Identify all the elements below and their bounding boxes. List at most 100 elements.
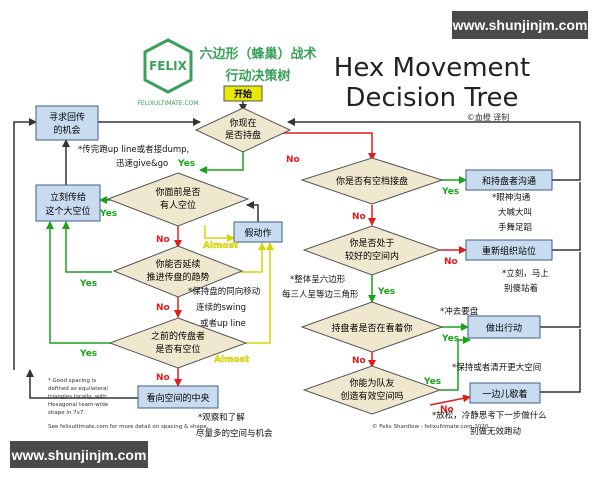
note-give-go-1: *传完跑up line或者接dump,: [78, 144, 189, 155]
label-no-prev: No: [156, 373, 170, 383]
edge-space-almost: [204, 225, 235, 242]
edge-aside-loop: [540, 329, 581, 393]
node-fake: 假动作: [233, 221, 283, 243]
node-q-space: 你面前是否 有人空位: [106, 172, 250, 227]
node-comm: 和持盘者沟通: [465, 169, 553, 191]
edge-create-yes: [440, 336, 471, 391]
note-aside: *保持或者清开更大空间: [452, 362, 541, 373]
svg-text:寻求回传: 寻求回传: [49, 111, 85, 123]
note-relax-1: *放松，冷静思考下一步做什么: [432, 410, 547, 421]
label-yes-space: Yes: [99, 209, 117, 219]
translator-credit: ©血橙 译制: [467, 112, 510, 122]
svg-text:是否持盘: 是否持盘: [225, 129, 261, 141]
svg-text:做出行动: 做出行动: [486, 322, 522, 334]
edge-fake-space: [246, 201, 259, 222]
note-center-2: 尽量多的空间与机会: [196, 428, 273, 439]
node-q-handler: 你是否有空档接盘: [300, 157, 444, 205]
note-hex-1: *整体呈六边形: [290, 274, 346, 285]
annotations: *传完跑up line或者接dump, 迅速give&go *眼神沟通 大喊大叫…: [78, 144, 549, 439]
svg-text:之前的传盘者: 之前的传盘者: [151, 330, 205, 342]
edge-center-loop: [26, 369, 138, 399]
svg-text:defined as equilateral: defined as equilateral: [48, 386, 108, 392]
svg-text:你是否有空档接盘: 你是否有空档接盘: [336, 175, 408, 187]
node-seek: 寻求回传 的机会: [35, 105, 99, 141]
svg-text:是否有空位: 是否有空位: [155, 343, 200, 355]
note-hex-2: 每三人呈等边三角形: [282, 289, 359, 300]
note-give-go-2: 迅速give&go: [116, 159, 168, 169]
label-no-space: No: [156, 235, 170, 245]
node-q-extend: 你能否延续 推进传盘的趋势: [112, 245, 244, 298]
node-q-prev: 之前的传盘者 是否有空位: [108, 317, 248, 369]
logo-text: FELIX: [149, 59, 188, 73]
logo-url: FELIXULTIMATE.COM: [137, 100, 198, 107]
title-zh-line2: 行动决策树: [224, 68, 290, 84]
svg-text:你面前是否: 你面前是否: [155, 186, 200, 198]
svg-text:See felixultimate.com for more: See felixultimate.com for more detail on…: [48, 424, 209, 430]
edge-extend-yes: [62, 221, 112, 273]
node-cut: 做出行动: [467, 315, 541, 339]
svg-text:一边儿歇着: 一边儿歇着: [482, 388, 527, 400]
svg-text:创造有效空间吗: 创造有效空间吗: [340, 390, 403, 402]
node-q-pos: 你是否处于 较好的空间内: [302, 225, 442, 276]
label-no-pos: No: [444, 257, 458, 267]
edge-labels: Yes No Yes No Almost Yes No Yes No Almos…: [79, 155, 459, 415]
title-en-line2: Decision Tree: [345, 83, 518, 113]
note-cut: *冲去要盘: [440, 306, 479, 317]
label-yes-pos: Yes: [377, 287, 395, 297]
svg-text:持盘者是否在看着你: 持盘者是否在看着你: [331, 322, 412, 334]
svg-text:看向空间的中央: 看向空间的中央: [146, 392, 209, 404]
svg-text:triangles locally, with: triangles locally, with: [48, 394, 107, 400]
svg-text:重新组织站位: 重新组织站位: [482, 245, 536, 257]
node-q-hold: 你现在 是否持盘: [194, 107, 292, 153]
node-pass-now: 立刻传给 这个大空位: [35, 184, 101, 222]
label-no-handler: No: [352, 212, 366, 222]
svg-text:* Good spacing is: * Good spacing is: [48, 378, 96, 384]
watermark-top: www.shunjinjm.com: [452, 11, 588, 39]
label-no-create: No: [440, 405, 454, 415]
svg-text:推进传盘的趋势: 推进传盘的趋势: [146, 271, 209, 283]
note-move-2: 连续的swing: [196, 302, 246, 313]
label-yes-handler: Yes: [441, 187, 459, 197]
title-en-line1: Hex Movement: [334, 53, 530, 83]
felix-logo: FELIX FELIXULTIMATE.COM: [137, 38, 199, 107]
note-reorg-2: 别傻站着: [504, 283, 538, 294]
svg-text:Hexagonal team-wide: Hexagonal team-wide: [48, 402, 109, 408]
svg-text:假动作: 假动作: [244, 227, 271, 239]
svg-text:你能否延续: 你能否延续: [155, 258, 200, 270]
svg-text:较好的空间内: 较好的空间内: [345, 250, 399, 262]
svg-text:你现在: 你现在: [229, 117, 256, 129]
footnotes: * Good spacing is defined as equilateral…: [48, 378, 489, 430]
svg-text:这个大空位: 这个大空位: [45, 205, 90, 217]
label-no-look: No: [352, 356, 366, 366]
label-almost-prev: Almost: [214, 355, 250, 365]
title-zh-line1: 六边形（蜂巢）战术: [199, 46, 316, 62]
label-yes-prev: Yes: [79, 349, 97, 359]
svg-text:开始: 开始: [234, 88, 252, 100]
svg-text:和持盘者沟通: 和持盘者沟通: [482, 175, 536, 187]
node-reorg: 重新组织站位: [465, 239, 553, 261]
label-no-hold: No: [286, 155, 300, 165]
edge-reorg-loop: [552, 182, 581, 251]
svg-text:你是否处于: 你是否处于: [349, 237, 394, 249]
label-yes-hold: Yes: [177, 159, 195, 169]
svg-text:的机会: 的机会: [53, 124, 80, 136]
node-center: 看向空间的中央: [137, 385, 219, 409]
note-comm-3: 手舞足蹈: [498, 222, 532, 233]
note-relax-2: 别做无效跑动: [470, 426, 522, 437]
note-center-1: *观察和了解: [198, 412, 245, 423]
label-yes-extend: Yes: [79, 279, 97, 289]
svg-text:© Felix Shardlow - felixultima: © Felix Shardlow - felixultimate.com 202…: [372, 423, 489, 430]
label-no-extend: No: [156, 303, 170, 313]
node-start: 开始: [223, 85, 263, 102]
note-move-1: *保持盘的同向移动: [188, 286, 261, 297]
connectors: [13, 101, 581, 406]
edge-extend-almost: [240, 242, 266, 273]
edge-hold-yes: [199, 151, 244, 174]
label-yes-create: Yes: [423, 377, 441, 387]
edge-hold-no: [278, 132, 376, 161]
svg-text:shape in 7v7.: shape in 7v7.: [48, 410, 85, 416]
edge-comm-loop: [287, 118, 581, 181]
label-almost-space: Almost: [203, 241, 239, 251]
watermark-bottom: www.shunjinjm.com: [10, 441, 148, 468]
